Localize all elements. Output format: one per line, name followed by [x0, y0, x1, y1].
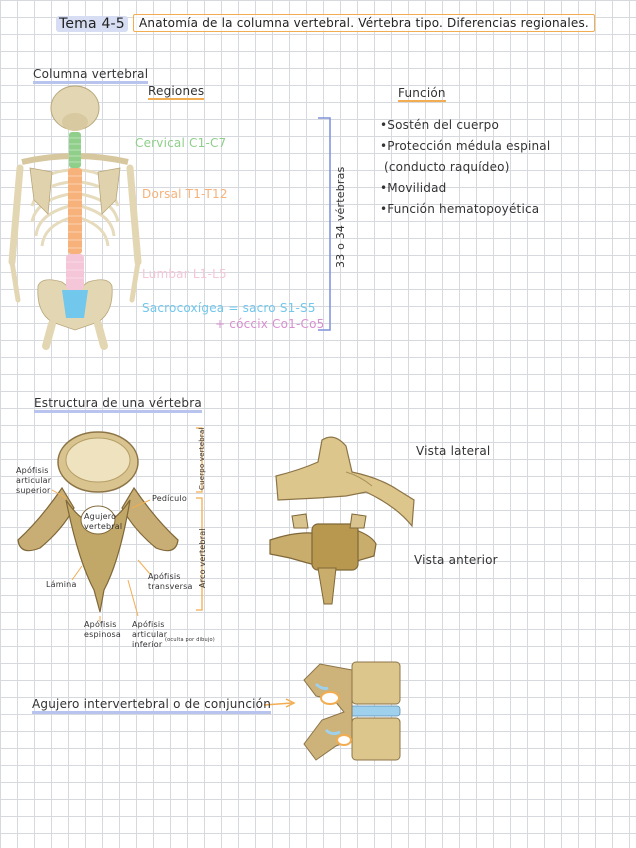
- label-arco-vertebral: Arco vertebral: [198, 528, 207, 588]
- label-agujero-intervertebral: Agujero intervertebral o de conjunción: [32, 697, 271, 714]
- topic-label: Tema 4-5: [56, 16, 128, 32]
- region-sacrocoxigea: Sacrocoxígea = sacro S1-S5: [142, 301, 316, 315]
- function-item: •Función hematopoyética: [380, 199, 550, 220]
- label-apofisis-articular-inferior: Apófisis articular inferior: [132, 620, 170, 650]
- vertebrae-count-label: 33 o 34 vértebras: [334, 167, 347, 268]
- intervertebral-foramen-illustration: [304, 662, 400, 760]
- label-vista-lateral: Vista lateral: [416, 444, 490, 458]
- function-list: •Sostén del cuerpo •Protección médula es…: [380, 115, 550, 220]
- region-cervical: Cervical C1-C7: [135, 136, 226, 150]
- label-lamina: Lámina: [46, 580, 77, 590]
- regions-heading: Regiones: [148, 84, 204, 100]
- function-item: •Movilidad: [380, 178, 550, 199]
- label-agujero-vertebral: Agujero vertebral: [84, 512, 116, 532]
- region-coccix: + cóccix Co1-Co5: [215, 317, 325, 331]
- region-lumbar: Lumbar L1-L5: [142, 267, 227, 281]
- function-heading: Función: [398, 86, 446, 102]
- label-vista-anterior: Vista anterior: [414, 553, 498, 567]
- label-pediculo: Pedículo: [152, 494, 187, 504]
- region-dorsal: Dorsal T1-T12: [142, 187, 228, 201]
- vertebra-lateral-view: [276, 437, 414, 526]
- page-title: Anatomía de la columna vertebral. Vérteb…: [133, 14, 595, 32]
- section-heading-columna: Columna vertebral: [33, 67, 148, 84]
- function-item: (conducto raquídeo): [380, 157, 550, 178]
- vertebra-anterior-view: [270, 514, 376, 604]
- function-item: •Sostén del cuerpo: [380, 115, 550, 136]
- label-apofisis-articular-superior: Apófisis articular superior: [16, 466, 56, 496]
- section-heading-estructura: Estructura de una vértebra: [34, 396, 202, 413]
- label-apofisis-transversa: Apófisis transversa: [148, 572, 196, 592]
- label-note: (oculta por dibujo): [165, 637, 215, 643]
- function-item: •Protección médula espinal: [380, 136, 550, 157]
- label-cuerpo-vertebral: Cuerpo vertebral: [198, 427, 206, 490]
- label-apofisis-espinosa: Apófisis espinosa: [84, 620, 124, 640]
